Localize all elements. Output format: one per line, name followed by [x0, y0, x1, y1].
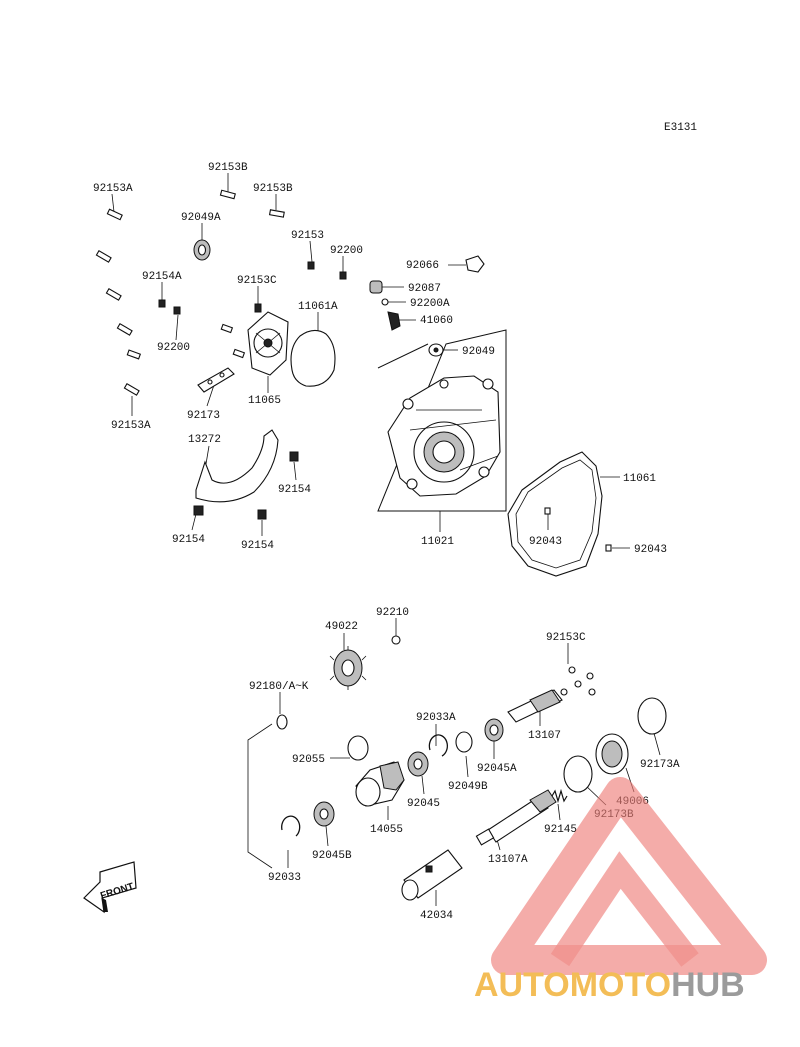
label-92145[interactable]: 92145: [544, 824, 577, 836]
automotohub-watermark: AUTOMOTOHUB: [474, 777, 767, 1004]
label-92055[interactable]: 92055: [292, 754, 325, 766]
watermark-part2: HUB: [671, 966, 745, 1004]
lower-drive-assembly: 92210 49022 92153C 92180/A~K 13107 92033…: [247, 607, 680, 922]
label-92049B[interactable]: 92049B: [448, 781, 488, 793]
guide-13272: [195, 429, 279, 503]
boot-49006: [563, 697, 667, 793]
label-11065[interactable]: 11065: [248, 395, 281, 407]
yoke-42034: [401, 849, 463, 901]
label-92154A[interactable]: 92154A: [142, 271, 182, 283]
label-92173A[interactable]: 92173A: [640, 759, 680, 771]
watermark-text: AUTOMOTOHUB: [474, 966, 745, 1004]
label-92200-b[interactable]: 92200: [157, 342, 190, 354]
label-13272[interactable]: 13272: [188, 434, 221, 446]
watermark-part1: AUTOMOTO: [474, 966, 671, 1004]
label-92153B-b[interactable]: 92153B: [253, 183, 293, 195]
bearing-92045B: [313, 801, 335, 827]
label-92049A[interactable]: 92049A: [181, 212, 221, 224]
upper-left-hardware: 92153B 92153A 92153B 92049A 92153 92200 …: [93, 162, 363, 552]
label-11061[interactable]: 11061: [623, 473, 656, 485]
bearing-92045: [407, 751, 429, 777]
gear-49022: [329, 646, 367, 690]
label-92087[interactable]: 92087: [408, 283, 441, 295]
oil-seal-92049A: [193, 239, 211, 261]
label-14055[interactable]: 14055: [370, 824, 403, 836]
shaft-13107A: [475, 789, 557, 846]
label-92033A[interactable]: 92033A: [416, 712, 456, 724]
label-92153B-a[interactable]: 92153B: [208, 162, 248, 174]
label-49022[interactable]: 49022: [325, 621, 358, 633]
label-92153A-a[interactable]: 92153A: [93, 183, 133, 195]
label-92153[interactable]: 92153: [291, 230, 324, 242]
label-92154-b[interactable]: 92154: [172, 534, 205, 546]
label-92200-a[interactable]: 92200: [330, 245, 363, 257]
shaft-13107: [507, 666, 596, 723]
label-92045B[interactable]: 92045B: [312, 850, 352, 862]
label-42034[interactable]: 42034: [420, 910, 453, 922]
label-92043-b[interactable]: 92043: [634, 544, 667, 556]
label-92153C-a[interactable]: 92153C: [237, 275, 277, 287]
label-92154-c[interactable]: 92154: [241, 540, 274, 552]
label-92066[interactable]: 92066: [406, 260, 439, 272]
label-11061A[interactable]: 11061A: [298, 301, 338, 313]
label-92033[interactable]: 92033: [268, 872, 301, 884]
label-92153C-b[interactable]: 92153C: [546, 632, 586, 644]
diagram-code: E3131: [664, 122, 697, 134]
label-92173[interactable]: 92173: [187, 410, 220, 422]
label-13107[interactable]: 13107: [528, 730, 561, 742]
cover-11065: [247, 311, 289, 376]
label-92210[interactable]: 92210: [376, 607, 409, 619]
label-13107A[interactable]: 13107A: [488, 854, 528, 866]
label-92153A-b[interactable]: 92153A: [111, 420, 151, 432]
front-direction-arrow: FRONT: [83, 861, 137, 914]
gasket-11061: [507, 451, 612, 577]
gasket-11061A: [290, 329, 336, 387]
label-92180[interactable]: 92180/A~K: [249, 681, 309, 693]
label-92045[interactable]: 92045: [407, 798, 440, 810]
bolt-icon: [95, 189, 347, 520]
clamp-92173: [197, 367, 235, 393]
upper-right-cover: 92066 92087 92200A 41060 92049 11061 110…: [369, 255, 667, 577]
label-92043-a[interactable]: 92043: [529, 536, 562, 548]
label-11021[interactable]: 11021: [421, 536, 454, 548]
label-92045A[interactable]: 92045A: [477, 763, 517, 775]
label-92200A[interactable]: 92200A: [410, 298, 450, 310]
bearing-92045A: [484, 718, 504, 742]
housing-14055: [355, 761, 405, 807]
label-92154-a[interactable]: 92154: [278, 484, 311, 496]
crankcase-cover-11021: [387, 375, 501, 497]
label-92049[interactable]: 92049: [462, 346, 495, 358]
label-41060[interactable]: 41060: [420, 315, 453, 327]
